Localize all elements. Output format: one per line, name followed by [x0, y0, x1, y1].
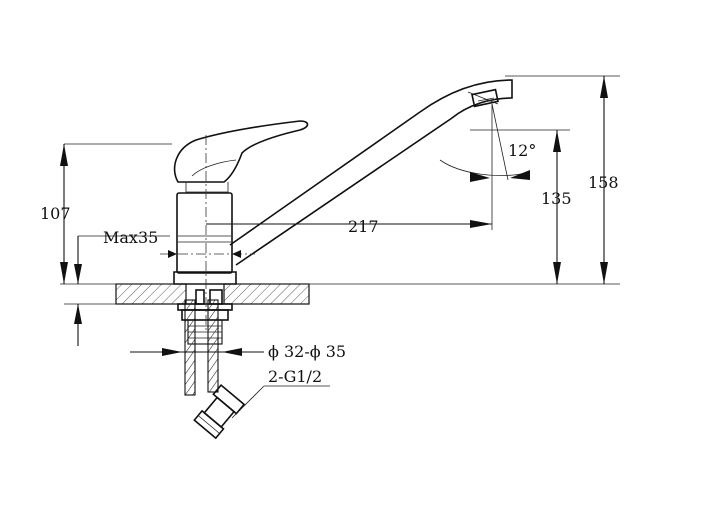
label-spout-reach: 217 [348, 217, 379, 236]
under-deck-assembly [177, 289, 246, 440]
faucet-outline [173, 79, 513, 285]
countertop-left [115, 283, 187, 305]
label-spout-height: 135 [541, 189, 572, 208]
label-hole-diameter: ϕ 32-ϕ 35 [268, 342, 346, 361]
hose-right [207, 299, 219, 393]
aerator [471, 88, 499, 108]
hose-left [184, 299, 196, 396]
dimension-labels: 158 135 107 217 Max35 12° ϕ 32-ϕ 35 2-G1… [40, 141, 619, 386]
label-deck-thickness: Max35 [103, 228, 158, 247]
label-connection: 2-G1/2 [268, 367, 322, 386]
label-spout-angle: 12° [508, 141, 536, 160]
hose-fitting [193, 383, 246, 440]
spout [229, 79, 513, 266]
label-body-height: 107 [40, 204, 71, 223]
dimension-lines [60, 75, 620, 419]
lever-handle [173, 120, 309, 183]
countertop-right [223, 283, 310, 305]
label-overall-height: 158 [588, 173, 619, 192]
faucet-body [176, 192, 233, 274]
